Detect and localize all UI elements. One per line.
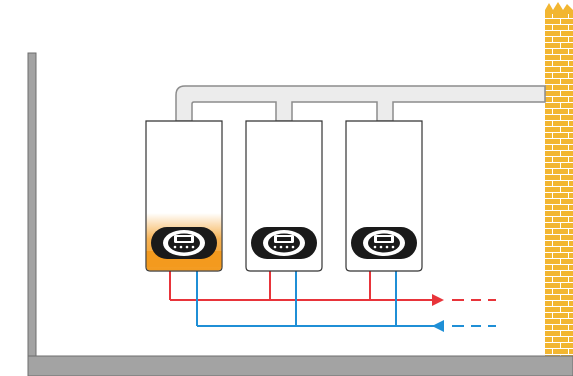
control-button bbox=[185, 245, 189, 249]
control-panel bbox=[151, 227, 217, 259]
control-button bbox=[173, 245, 177, 249]
boiler-unit bbox=[245, 120, 323, 272]
control-button bbox=[273, 245, 277, 249]
water-pipes bbox=[169, 268, 496, 332]
control-button bbox=[391, 245, 395, 249]
arrow-left-icon bbox=[432, 320, 444, 332]
display-readout bbox=[277, 237, 291, 241]
control-button bbox=[179, 245, 183, 249]
flow-pipe bbox=[169, 268, 496, 306]
control-button bbox=[379, 245, 383, 249]
flue-manifold bbox=[175, 85, 546, 122]
arrow-right-icon bbox=[432, 294, 444, 306]
boiler-unit bbox=[145, 120, 223, 272]
floor bbox=[27, 355, 573, 376]
display-readout bbox=[377, 237, 391, 241]
control-button bbox=[373, 245, 377, 249]
return-pipe bbox=[196, 268, 496, 332]
left-wall bbox=[27, 52, 37, 359]
boiler-unit bbox=[345, 120, 423, 272]
brick-wall bbox=[545, 2, 573, 360]
control-button bbox=[291, 245, 295, 249]
control-panel bbox=[351, 227, 417, 259]
display-readout bbox=[177, 237, 191, 241]
control-button bbox=[191, 245, 195, 249]
control-button bbox=[279, 245, 283, 249]
control-panel bbox=[251, 227, 317, 259]
control-button bbox=[285, 245, 289, 249]
control-button bbox=[385, 245, 389, 249]
room-structure bbox=[27, 52, 573, 376]
boilers bbox=[145, 120, 423, 272]
